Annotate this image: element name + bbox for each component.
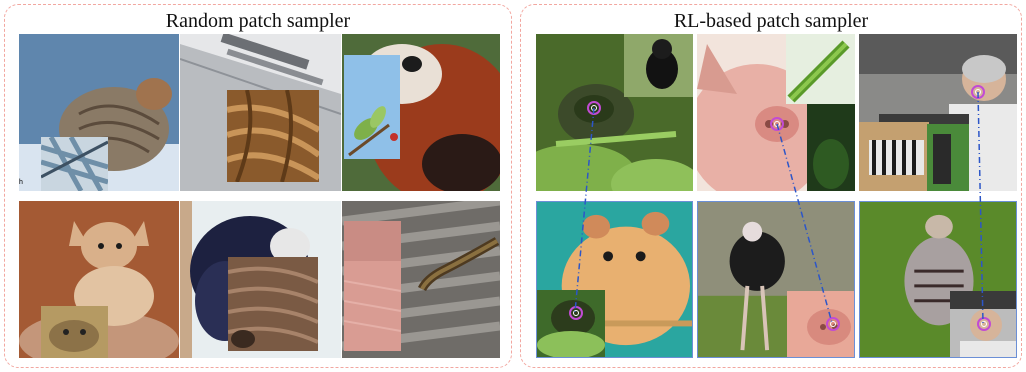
rl-marker-partridge (977, 317, 991, 331)
random-patch-fox (41, 306, 108, 358)
random-patch-monkey (228, 257, 318, 351)
rl-tile-pig (697, 34, 855, 191)
rl-patch-pig-snout (787, 291, 855, 358)
rl-patch-pig-dark (807, 104, 855, 191)
random-tile-fox (19, 201, 179, 358)
rl-tile-man (859, 34, 1017, 191)
random-tile-bird: h (19, 34, 179, 191)
random-tile-red-panda (342, 34, 500, 191)
rl-patch-lizard (786, 34, 855, 104)
rl-patch-frog-eye (537, 290, 605, 358)
random-patch-snake (344, 221, 401, 351)
rl-tile-hamster (536, 201, 693, 358)
rl-marker-man-face (971, 85, 985, 99)
rl-tile-partridge (859, 201, 1017, 358)
random-tile-monkey (180, 201, 341, 358)
random-sampler-title: Random patch sampler (5, 7, 511, 35)
rl-patch-zebra (859, 122, 929, 191)
random-tile-snake (342, 201, 500, 358)
random-patch-bird (41, 137, 108, 191)
rl-marker-vulture (826, 317, 840, 331)
random-patch-red-panda (344, 55, 400, 159)
rl-tile-frog (536, 34, 693, 191)
rl-marker-frog-eye (587, 101, 601, 115)
rl-marker-hamster (569, 306, 583, 320)
rl-sampler-title: RL-based patch sampler (521, 7, 1021, 35)
rl-marker-pig-snout (770, 117, 784, 131)
random-tile-airplane (180, 34, 341, 191)
small-mark: h (19, 179, 23, 186)
rl-patch-machine (927, 124, 969, 191)
rl-tile-vulture (697, 201, 855, 358)
random-patch-airplane (227, 90, 319, 182)
rl-patch-dog (624, 34, 693, 97)
